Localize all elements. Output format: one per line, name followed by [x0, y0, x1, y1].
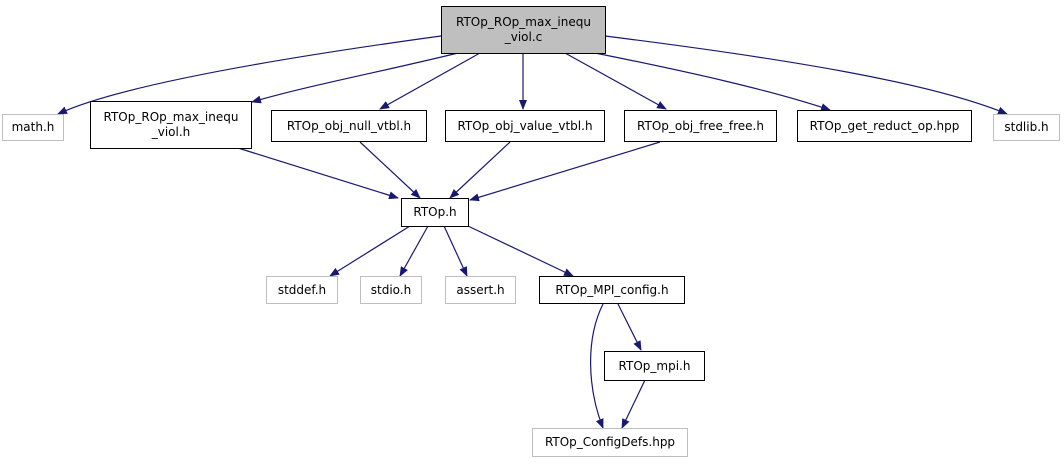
- edge-rtop-to-mpi-config: [467, 225, 574, 277]
- node-obj-free-free-label: RTOp_obj_free_free.h: [637, 118, 764, 133]
- node-get-reduct-op-label: RTOp_get_reduct_op.hpp: [809, 118, 960, 133]
- node-math-h-label: math.h: [11, 120, 55, 134]
- edge-root-to-math: [57, 35, 442, 115]
- edge-root-to-obj-null: [379, 52, 481, 110]
- edge-rtop-to-assert: [443, 225, 468, 277]
- node-mpi-config-h-label: RTOp_MPI_config.h: [555, 282, 669, 297]
- node-obj-value-vtbl[interactable]: RTOp_obj_value_vtbl.h: [445, 110, 605, 142]
- node-config-defs-hpp[interactable]: RTOp_ConfigDefs.hpp: [532, 428, 688, 457]
- edge-obj-free-to-rtop: [469, 141, 661, 202]
- edge-root-to-obj-free: [564, 52, 667, 110]
- node-root-source-line2: _viol.c: [504, 30, 543, 44]
- node-obj-free-free[interactable]: RTOp_obj_free_free.h: [624, 110, 777, 142]
- node-root-source-line1: RTOp_ROp_max_inequ: [456, 15, 591, 29]
- node-rop-header[interactable]: RTOp_ROp_max_inequ _viol.h: [90, 101, 252, 149]
- node-assert-h-label: assert.h: [456, 282, 505, 297]
- node-config-defs-hpp-label: RTOp_ConfigDefs.hpp: [544, 435, 676, 449]
- node-rtop-h-label: RTOp.h: [413, 205, 457, 219]
- edge-rtop-to-stddef: [329, 225, 411, 277]
- node-stdlib-h[interactable]: stdlib.h: [993, 114, 1060, 141]
- node-rop-header-line2: _viol.h: [151, 125, 191, 139]
- node-get-reduct-op[interactable]: RTOp_get_reduct_op.hpp: [797, 110, 972, 142]
- node-stdlib-h-label: stdlib.h: [1004, 120, 1049, 134]
- node-math-h[interactable]: math.h: [2, 114, 64, 141]
- node-mpi-config-h[interactable]: RTOp_MPI_config.h: [539, 276, 685, 304]
- edge-root-to-stdlib: [604, 35, 1008, 115]
- node-assert-h[interactable]: assert.h: [445, 276, 516, 304]
- node-stddef-h[interactable]: stddef.h: [266, 276, 338, 304]
- node-root-source[interactable]: RTOp_ROp_max_inequ _viol.c: [441, 6, 606, 54]
- node-stddef-h-label: stddef.h: [277, 282, 327, 297]
- node-obj-value-vtbl-label: RTOp_obj_value_vtbl.h: [457, 118, 593, 133]
- edge-obj-value-to-rtop: [449, 141, 511, 199]
- edge-mpi-config-to-rtop-mpi: [617, 303, 642, 351]
- edge-root-to-get-reduct: [589, 51, 831, 111]
- node-rtop-h[interactable]: RTOp.h: [401, 198, 469, 227]
- node-obj-null-vtbl-label: RTOp_obj_null_vtbl.h: [286, 118, 412, 133]
- edge-rtop-to-stdio: [399, 225, 429, 277]
- node-rop-header-line1: RTOp_ROp_max_inequ: [103, 110, 239, 124]
- edge-mpi-config-to-config-defs: [590, 303, 604, 429]
- node-stdio-h-label: stdio.h: [370, 282, 412, 297]
- node-stdio-h[interactable]: stdio.h: [360, 276, 422, 304]
- node-obj-null-vtbl[interactable]: RTOp_obj_null_vtbl.h: [271, 110, 427, 142]
- edge-rtop-mpi-to-config-defs: [621, 379, 646, 429]
- edge-root-to-rop-header: [251, 51, 463, 104]
- node-rtop-mpi-h[interactable]: RTOp_mpi.h: [604, 351, 705, 381]
- node-rtop-mpi-h-label: RTOp_mpi.h: [618, 358, 691, 373]
- edge-obj-null-to-rtop: [359, 141, 421, 199]
- edge-rop-header-to-rtop: [237, 147, 399, 200]
